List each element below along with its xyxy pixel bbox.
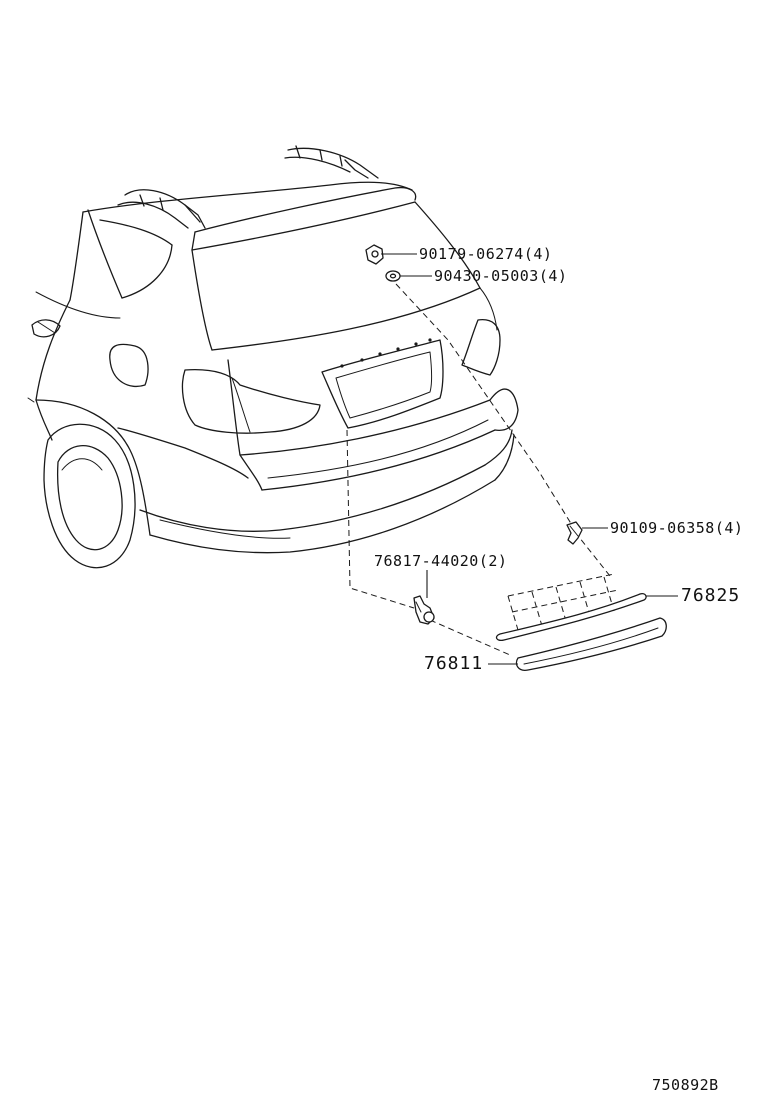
drawing-number: 750892B — [652, 1076, 719, 1094]
part-label-gasket: 76825 — [681, 585, 740, 606]
installation-guide-lines — [346, 283, 619, 656]
part-label-screw: 90109-06358(4) — [610, 519, 743, 537]
socket-part — [413, 595, 435, 625]
part-label-socket: 76817-44020(2) — [374, 552, 507, 570]
nut-part — [365, 244, 384, 265]
part-label-nut: 90179-06274(4) — [419, 245, 552, 263]
vehicle-rear-outline — [27, 145, 519, 569]
gasket-part — [495, 592, 647, 642]
garnish-part — [515, 617, 667, 671]
washer-part — [385, 270, 401, 282]
leader-lines — [381, 253, 678, 665]
part-label-washer: 90430-05003(4) — [434, 267, 567, 285]
part-label-garnish: 76811 — [424, 653, 483, 674]
screw-part — [566, 521, 583, 545]
